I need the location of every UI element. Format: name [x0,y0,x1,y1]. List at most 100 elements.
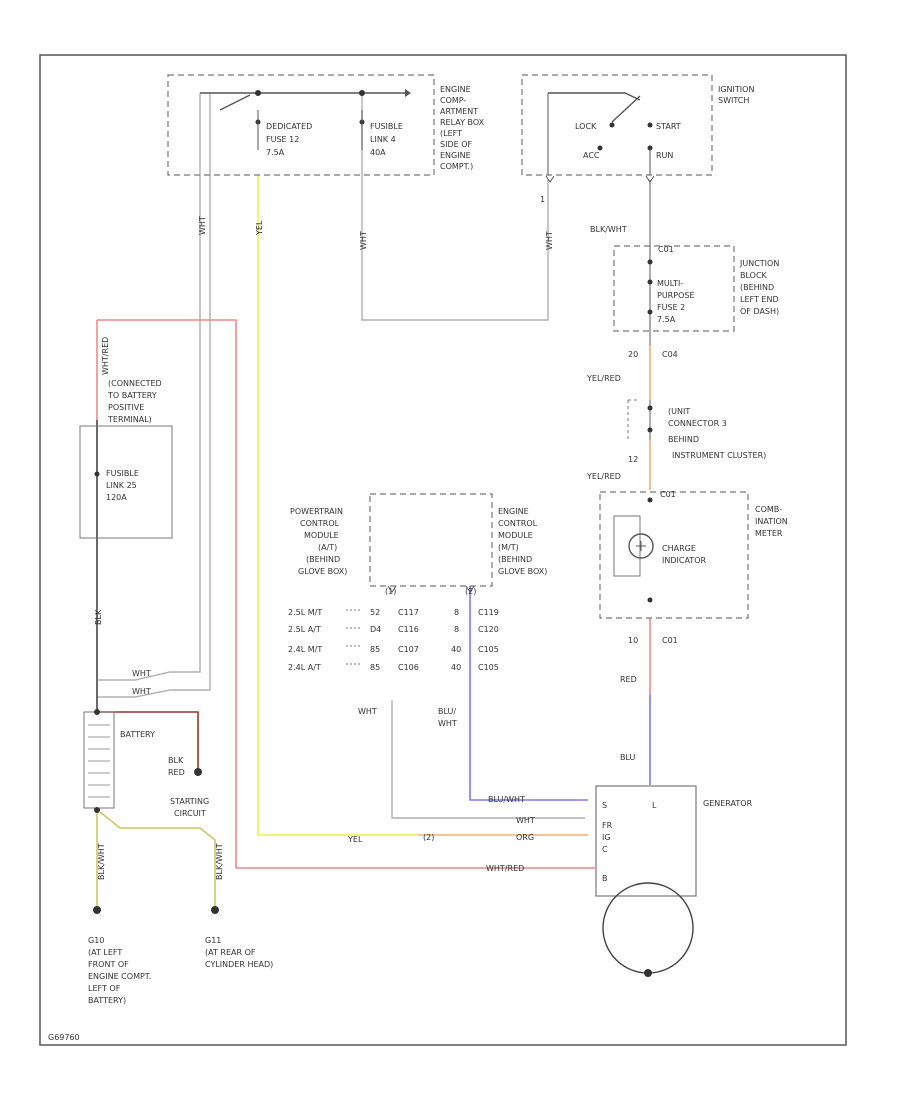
battery-connected-label: TO BATTERY [107,391,157,400]
wire-label-wht-red: WHT/RED [486,864,524,873]
pcm-row-connector: C105 [478,645,499,654]
yellow-wire [257,175,418,836]
ground-g10-icon [93,906,101,914]
pcm-row-model: 2.5L A/T [288,625,321,634]
pcm-row-connector: C117 [398,608,419,617]
ground-g11-label: G11 (AT REAR OF CYLINDER HEAD) [205,936,273,969]
combination-meter-label: INATION [755,517,788,526]
ignition-switch-label: IGNITION [718,85,754,94]
generator-box [595,785,697,897]
pcm-row: 2.4L M/T 85 C107 40 C105 [288,645,499,654]
battery-connected-label: TERMINAL) [107,415,152,424]
relay-box-label: ENGINE COMP- ARTMENT RELAY BOX (LEFT SID… [440,85,485,171]
pcm-pin-table: 2.5L M/T 52 C117 8 C119 2.5L A/T D4 C116… [288,608,499,672]
white-wire-fusible-loop [361,93,549,321]
battery-connected-label: (CONNECTED [108,379,162,388]
generator-pin-l: L [652,801,657,810]
combination-meter-box [599,491,749,619]
meter-connector-label: C01 [662,636,678,645]
relay-box-label-line: ARTMENT [440,107,478,116]
connector-arrow-icon [545,175,555,183]
pcm-row-connector: C106 [398,663,419,672]
junction-block-label: (BEHIND [740,283,774,292]
dedicated-fuse-label: DEDICATED [266,122,312,131]
battery-connected-label: POSITIVE [108,403,144,412]
unit-connector-label: CONNECTOR 3 [668,419,727,428]
generator-label: GENERATOR [703,799,753,808]
junction-block-label: LEFT END [740,295,779,304]
unit-connector-icon [627,399,640,440]
charge-indicator-lamp-icon [628,533,654,559]
multi-purpose-fuse-label: MULTI- [657,279,683,288]
ground-label-line: G10 [88,936,104,945]
pcm-row-connector: C119 [478,608,499,617]
multi-purpose-fuse-label: FUSE 2 [657,303,685,312]
ground-g10-label: G10 (AT LEFT FRONT OF ENGINE COMPT. LEFT… [88,936,151,1005]
pcm-ecm-box [369,493,493,587]
starting-circuit-label: STARTING [170,797,209,806]
relay-box-label-line: COMP- [440,96,466,105]
wire-label-blu-wht: BLU/WHT [488,795,525,804]
wire-label-blu-wht: BLU/ [438,707,456,716]
pcm-row-pin: 52 [370,608,380,617]
dedicated-fuse-label: FUSE 12 [266,135,299,144]
pcm-label-line: POWERTRAIN [290,507,343,516]
ecm-label-line: GLOVE BOX) [498,567,547,576]
black-red-wire [100,711,199,772]
pcm-row: 2.5L A/T D4 C116 8 C120 [288,625,499,634]
ecm-label-line: (BEHIND [498,555,532,564]
white-wire-1 [98,93,201,681]
wire-label-wht: WHT [545,231,554,250]
meter-connector-label: C01 [660,490,676,499]
wire-label-red: RED [168,768,185,777]
relay-box-label-line: COMPT.) [440,162,473,171]
battery-cells-icon [88,724,110,798]
multi-purpose-fuse-rating: 7.5A [657,315,676,324]
ignition-pin-label: 1 [540,195,545,204]
generator-ground-dot [644,969,652,977]
ground-label-line: CYLINDER HEAD) [205,960,273,969]
wire-label-red: RED [620,675,637,684]
fusible-link-label: FUSIBLE [370,122,403,131]
pcm-row-pin: 85 [370,663,380,672]
pcm-row-pin: 40 [451,663,461,672]
generator-pin-c: C [602,845,608,854]
junction-block-label: OF DASH) [740,307,779,316]
pcm-connector-arrow-icon [387,585,475,593]
ignition-acc-label: ACC [583,151,600,160]
diagram-frame [39,54,847,1046]
yellow-orange-connector-pin: (2) [423,833,434,842]
wire-label-wht: WHT [516,816,535,825]
pcm-label-line: GLOVE BOX) [298,567,347,576]
battery-negative-dot [94,807,100,813]
white-wires [98,93,585,819]
pcm-row-model: 2.5L M/T [288,608,322,617]
wire-label-yel: YEL [347,835,363,844]
junction-block-label: JUNCTION [739,259,779,268]
pcm-row-connector: C105 [478,663,499,672]
wire-label-wht: WHT [359,231,368,250]
unit-connector-label: (UNIT [668,407,690,416]
junction-dot [359,90,365,96]
pcm-label-line: (A/T) [318,543,337,552]
junction-block-box [613,245,735,332]
combination-meter-label: COMB- [755,505,782,514]
pcm-pin-a: (1) [385,587,396,596]
starting-circuit-label: CIRCUIT [174,809,206,818]
ecm-label-line: CONTROL [498,519,538,528]
generator-pin-b: B [602,874,608,883]
ignition-acc-dot [597,145,603,151]
ecm-label-line: (M/T) [498,543,519,552]
pcm-row-connector: C120 [478,625,499,634]
relay-box-label-line: SIDE OF [440,140,472,149]
generator-pin-s: S [602,801,607,810]
wire-label-blu: BLU [620,753,636,762]
pcm-row-model: 2.4L M/T [288,645,322,654]
fusible-link-box [79,425,173,539]
engine-relay-box [167,74,435,176]
wire-label-blk: BLK [94,609,103,625]
ground-label-line: LEFT OF [88,984,121,993]
meter-pin-label: 10 [628,636,638,645]
wire-label-yel: YEL [255,220,264,236]
fusible-link-25-rating: 120A [106,493,127,502]
